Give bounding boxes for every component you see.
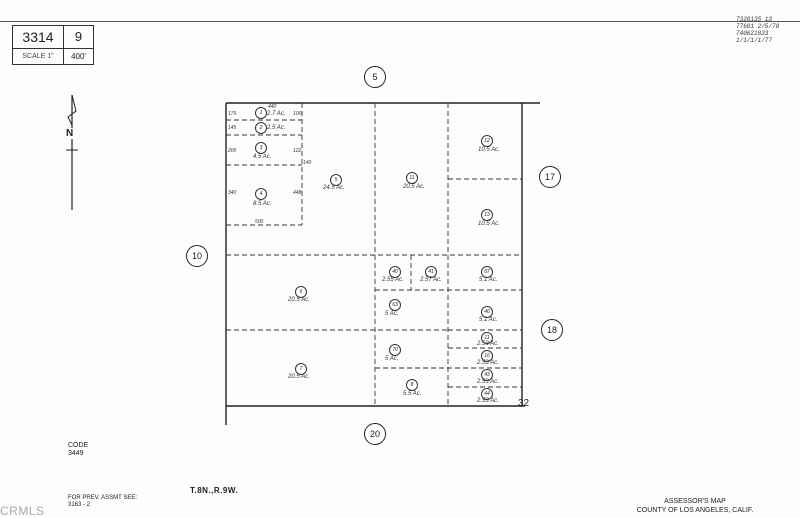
assessor-county: COUNTY OF LOS ANGELES, CALIF. xyxy=(636,507,754,514)
parcel-area: 8.5 Ac. xyxy=(253,201,272,207)
dimension-label: 100 xyxy=(293,111,302,117)
dimension-label: 145 xyxy=(228,125,237,131)
parcel-area: 10.5 Ac. xyxy=(478,221,500,227)
parcel-number: 46 xyxy=(481,306,493,318)
parcel-area: 2.53 Ac. xyxy=(477,398,499,404)
parcel-number: 12 xyxy=(481,135,493,147)
parcel-number: 44 xyxy=(481,388,493,400)
parcel-number: 1 xyxy=(255,107,267,119)
parcel-number: 16 xyxy=(481,350,493,362)
parcel-area: 5.1 Ac. xyxy=(479,277,498,283)
watermark: CRMLS xyxy=(0,504,45,518)
north-label: N xyxy=(66,128,74,139)
dimension-label: 175 xyxy=(228,111,237,117)
dimension-label: 122 xyxy=(293,148,302,154)
parcel-area: 2.5 Ac. xyxy=(267,125,286,131)
parcel-number: 43 xyxy=(481,369,493,381)
section-number-top: 5 xyxy=(364,66,386,88)
parcel-area: 20.5 Ac. xyxy=(403,184,425,190)
dimension-label: 440 xyxy=(268,104,277,110)
dimension-label: 340 xyxy=(228,190,237,196)
parcel-number: 8 xyxy=(406,379,418,391)
previous-assessment-note: FOR PREV. ASSMT SEE: 3163 - 2 xyxy=(68,495,137,509)
parcel-area: 2.53 Ac. xyxy=(477,341,499,347)
parcel-area: 5 Ac. xyxy=(385,311,399,317)
stamp-line: 1/1/1/1/77 xyxy=(736,37,773,44)
parcel-area: 2.53 Ac. xyxy=(477,360,499,366)
code-value: 3449 xyxy=(68,450,84,457)
parcel-area: 5.5 Ac. xyxy=(403,391,422,397)
parcel-number: 70 xyxy=(389,344,401,356)
parcel-area: 2.55 Ac. xyxy=(382,277,404,283)
scale-value: 400' xyxy=(71,52,86,61)
section-number-right-lower: 18 xyxy=(541,319,563,341)
parcel-area: 20.5 Ac. xyxy=(288,374,310,380)
township-range: T.8N.,R.9W. xyxy=(190,486,239,495)
map-page-number: 9 xyxy=(64,26,93,49)
parcel-number: 7 xyxy=(295,363,307,375)
section-number-bottom: 20 xyxy=(364,423,386,445)
parcel-number: 40 xyxy=(389,266,401,278)
parcel-area: 2.7 Ac. xyxy=(267,111,286,117)
prev-value: 3163 - 2 xyxy=(68,502,91,508)
parcel-number: 13 xyxy=(481,209,493,221)
section-number-left: 10 xyxy=(186,245,208,267)
north-arrow-icon: N xyxy=(62,94,82,210)
parcel-number: 67 xyxy=(481,266,493,278)
scale-label: SCALE 1" xyxy=(13,49,64,64)
parcel-area: 2.53 Ac. xyxy=(477,379,499,385)
parcel-area: 10.5 Ac. xyxy=(478,147,500,153)
stamp-line: 77601 2/5/70 xyxy=(736,23,780,30)
parcel-area: 5.1 Ac. xyxy=(479,317,498,323)
parcel-number: 2 xyxy=(255,122,267,134)
dimension-label: 448 xyxy=(293,190,302,196)
parcel-number: 3 xyxy=(255,142,267,154)
parcel-number: 5 xyxy=(330,174,342,186)
dimension-label: 200 xyxy=(228,148,237,154)
code-label: CODE xyxy=(68,442,89,449)
parcel-area: 20.5 Ac. xyxy=(288,297,310,303)
dimension-label: 500 xyxy=(255,219,264,225)
parcel-number: 41 xyxy=(425,266,437,278)
top-border-line xyxy=(0,21,800,22)
code-block: CODE 3449 xyxy=(68,442,88,458)
stamp-line: 7320135 13 xyxy=(736,16,773,23)
parcel-number: 63 xyxy=(389,299,401,311)
section-number-right-upper: 17 xyxy=(539,166,561,188)
dimension-label: 140 xyxy=(303,160,312,166)
stamp-line: 740621833 xyxy=(736,30,769,37)
parcel-area: 4.5 Ac. xyxy=(253,154,272,160)
parcel-number: 4 xyxy=(255,188,267,200)
assessor-caption: ASSESSOR'S MAP COUNTY OF LOS ANGELES, CA… xyxy=(620,497,770,515)
parcel-number: 11 xyxy=(481,332,493,344)
parcel-area: 24.5 Ac. xyxy=(323,185,345,191)
parcel-number: 11 xyxy=(406,172,418,184)
corner-number: 32 xyxy=(518,398,530,409)
parcel-area: 5 Ac. xyxy=(385,356,399,362)
recording-stamp: 7320135 13 77601 2/5/70 740621833 1/1/1/… xyxy=(736,16,796,44)
map-book-number: 3314 xyxy=(13,26,64,49)
title-block: 3314 9 SCALE 1" 400' xyxy=(12,25,94,65)
parcel-area: 2.57 Ac. xyxy=(420,277,442,283)
prev-label: FOR PREV. ASSMT SEE: xyxy=(68,495,138,501)
parcel-number: 6 xyxy=(295,286,307,298)
assessor-title: ASSESSOR'S MAP xyxy=(664,498,726,505)
